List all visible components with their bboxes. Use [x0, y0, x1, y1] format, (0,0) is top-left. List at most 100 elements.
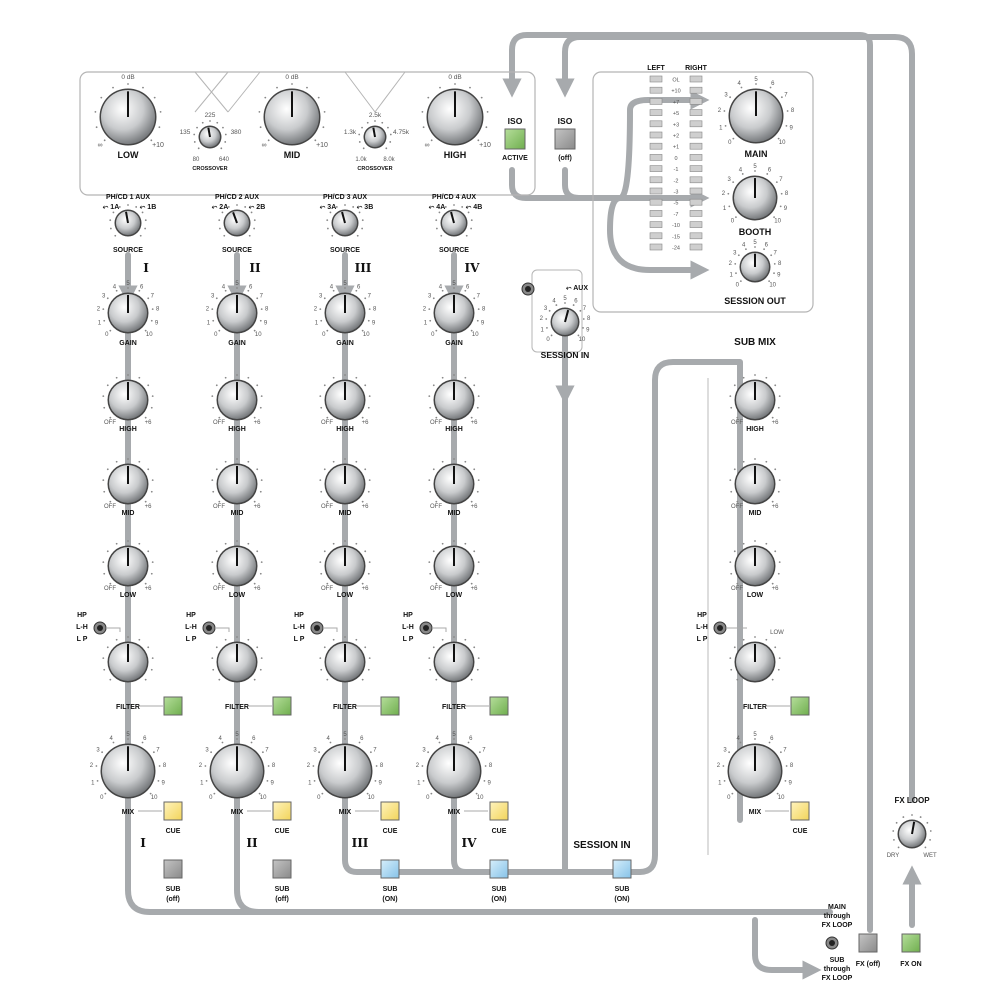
eq-high-knob[interactable] [319, 374, 371, 421]
sub-button-state: (ON) [382, 896, 397, 903]
filter-mode-toggle[interactable] [310, 621, 324, 635]
scale-number: 1 [719, 125, 723, 131]
meter-scale-value: 0 [674, 156, 677, 162]
session-out-knob[interactable] [734, 246, 776, 283]
meter-led-left [649, 198, 663, 206]
sub-eq-mid-knob[interactable] [729, 458, 781, 505]
source-selector-knob[interactable] [326, 204, 364, 237]
filter-on-button[interactable] [272, 696, 292, 716]
eq-mid-knob[interactable] [428, 458, 480, 505]
iso-active-button[interactable] [504, 128, 526, 150]
gain-knob[interactable] [211, 287, 263, 334]
source-selector-knob[interactable] [218, 204, 256, 237]
session-in-sub-button[interactable] [612, 859, 632, 879]
cue-button[interactable] [380, 801, 400, 821]
eq-mid-knob[interactable] [211, 458, 263, 505]
gain-knob[interactable] [319, 287, 371, 334]
filter-knob[interactable] [102, 636, 154, 683]
eq-mid-knob[interactable] [102, 458, 154, 505]
booth-volume-knob[interactable] [727, 170, 783, 221]
gain-knob[interactable] [428, 287, 480, 334]
sub-button-state: (off) [275, 896, 289, 903]
meter-led-right [689, 109, 703, 116]
meter-scale-value: +1 [673, 145, 679, 151]
iso-off-button[interactable] [554, 128, 576, 150]
sub-eq-low-knob[interactable] [729, 540, 781, 587]
scale-number: 7 [482, 747, 486, 753]
eq-low-knob[interactable] [211, 540, 263, 587]
cue-button[interactable] [272, 801, 292, 821]
scale-number: 9 [789, 780, 793, 786]
fx-wet-label: WET [923, 853, 937, 859]
scale-number: 8 [587, 316, 591, 322]
session-in-knob[interactable] [545, 302, 585, 337]
sub-cue-button[interactable] [790, 801, 810, 821]
mix-knob[interactable] [95, 738, 161, 799]
fx-off-button[interactable] [858, 933, 878, 953]
eq-low-knob[interactable] [319, 540, 371, 587]
source-selector-knob[interactable] [109, 204, 147, 237]
sub-eq-high-knob[interactable] [729, 374, 781, 421]
scale-number: 8 [482, 306, 486, 312]
mix-knob[interactable] [421, 738, 487, 799]
filter-on-button[interactable] [489, 696, 509, 716]
crossover-low-knob[interactable] [193, 120, 227, 150]
filter-lh-label: L-H [76, 624, 88, 631]
mix-knob[interactable] [204, 738, 270, 799]
meter-led-right [689, 176, 703, 184]
eq-high-knob[interactable] [211, 374, 263, 421]
sub-assign-button[interactable] [489, 859, 509, 879]
filter-hp-label: HP [186, 612, 196, 619]
sub-assign-button[interactable] [380, 859, 400, 879]
filter-knob[interactable] [319, 636, 371, 683]
filter-lp-label: L P [294, 636, 305, 643]
crossover-high-knob[interactable] [358, 120, 392, 150]
eq-mid-knob[interactable] [319, 458, 371, 505]
main-label: MAIN [745, 149, 768, 159]
fx-on-button[interactable] [901, 933, 921, 953]
cue-button[interactable] [489, 801, 509, 821]
sub-mix-knob[interactable] [722, 738, 788, 799]
eq-max: +6 [471, 504, 479, 510]
session-in-source-toggle[interactable] [521, 282, 535, 296]
sub-assign-button[interactable] [163, 859, 183, 879]
fx-routing-toggle[interactable] [825, 936, 839, 950]
scale-number: 3 [428, 293, 432, 299]
ch4-flow [451, 252, 469, 875]
cue-button[interactable] [163, 801, 183, 821]
sub-filter-on-button[interactable] [790, 696, 810, 716]
filter-on-button[interactable] [380, 696, 400, 716]
scale-number: 6 [765, 243, 769, 249]
filter-knob[interactable] [428, 636, 480, 683]
eq-low-knob[interactable] [428, 540, 480, 587]
main-volume-knob[interactable] [723, 83, 789, 144]
meter-scale-value: +5 [673, 111, 679, 117]
filter-hp-label: HP [77, 612, 87, 619]
scale-number: 5 [235, 281, 239, 287]
filter-mode-toggle[interactable] [419, 621, 433, 635]
eq-high-knob[interactable] [102, 374, 154, 421]
scale-number: 9 [488, 780, 492, 786]
sub-filter-mode-toggle[interactable] [713, 621, 727, 635]
iso-high-knob[interactable] [421, 83, 489, 146]
gain-knob[interactable] [102, 287, 154, 334]
filter-on-button[interactable] [163, 696, 183, 716]
sub-filter-knob[interactable] [729, 636, 781, 683]
sub-assign-button[interactable] [272, 859, 292, 879]
filter-mode-toggle[interactable] [93, 621, 107, 635]
eq-low-knob[interactable] [102, 540, 154, 587]
eq-high-knob[interactable] [428, 374, 480, 421]
filter-knob[interactable] [211, 636, 263, 683]
scale-number: 0 [426, 795, 430, 801]
scale-number: 0 [731, 219, 735, 225]
scale-number: 2 [90, 763, 94, 769]
fx-loop-dry-wet-knob[interactable] [892, 814, 932, 849]
scale-number: 5 [235, 732, 239, 738]
iso-low-knob[interactable] [94, 83, 162, 146]
iso-mid-knob[interactable] [258, 83, 326, 146]
source-selector-knob[interactable] [435, 204, 473, 237]
eq-min: OFF [731, 420, 743, 426]
filter-lh-label: L-H [696, 624, 708, 631]
filter-mode-toggle[interactable] [202, 621, 216, 635]
mix-knob[interactable] [312, 738, 378, 799]
